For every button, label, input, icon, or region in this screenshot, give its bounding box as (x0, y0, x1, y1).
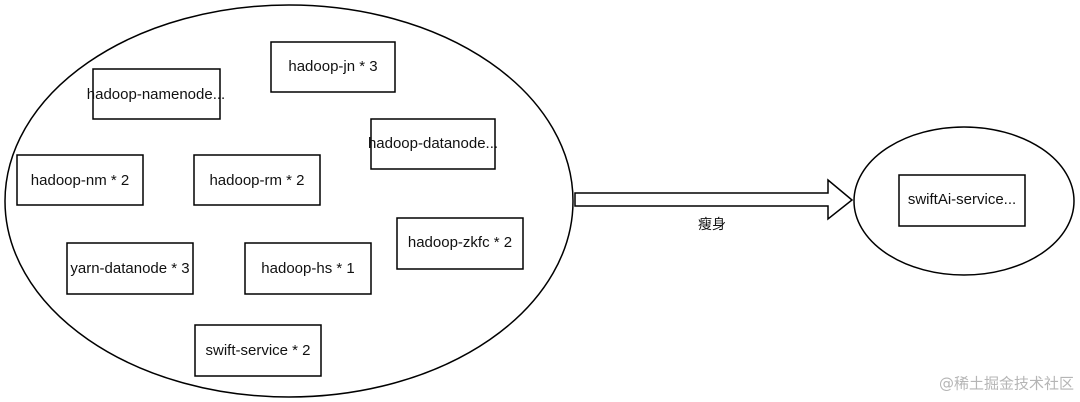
node-hadoop-jn[interactable]: hadoop-jn * 3 (270, 41, 396, 93)
node-label: hadoop-namenode... (87, 86, 225, 103)
node-label: yarn-datanode * 3 (70, 260, 189, 277)
node-label: hadoop-nm * 2 (31, 172, 129, 189)
watermark-text: @稀土掘金技术社区 (939, 375, 1074, 393)
node-box (270, 41, 396, 93)
node-label: swiftAi-service... (908, 191, 1016, 208)
node-label: hadoop-rm * 2 (209, 172, 304, 189)
node-box (92, 68, 221, 120)
node-box (370, 118, 496, 170)
node-box (16, 154, 144, 206)
node-label: swift-service * 2 (205, 342, 310, 359)
node-yarn-datanode[interactable]: yarn-datanode * 3 (66, 242, 194, 295)
node-hadoop-rm[interactable]: hadoop-rm * 2 (193, 154, 321, 206)
node-box (244, 242, 372, 295)
node-box (396, 217, 524, 270)
node-box (66, 242, 194, 295)
node-hadoop-namenode[interactable]: hadoop-namenode... (87, 68, 225, 120)
node-hadoop-nm[interactable]: hadoop-nm * 2 (16, 154, 144, 206)
slimming-arrow (574, 178, 854, 221)
arrow-label: 瘦身 (698, 216, 726, 233)
node-box (194, 324, 322, 377)
node-box (898, 174, 1026, 227)
node-label: hadoop-zkfc * 2 (408, 234, 512, 251)
node-hadoop-datanode[interactable]: hadoop-datanode... (368, 118, 498, 170)
node-label: hadoop-hs * 1 (261, 260, 354, 277)
node-label: hadoop-datanode... (368, 135, 498, 152)
node-swift-service[interactable]: swift-service * 2 (194, 324, 322, 377)
node-hadoop-hs[interactable]: hadoop-hs * 1 (244, 242, 372, 295)
node-box (193, 154, 321, 206)
node-swiftai-service[interactable]: swiftAi-service... (898, 174, 1026, 227)
node-label: hadoop-jn * 3 (288, 58, 377, 75)
node-hadoop-zkfc[interactable]: hadoop-zkfc * 2 (396, 217, 524, 270)
